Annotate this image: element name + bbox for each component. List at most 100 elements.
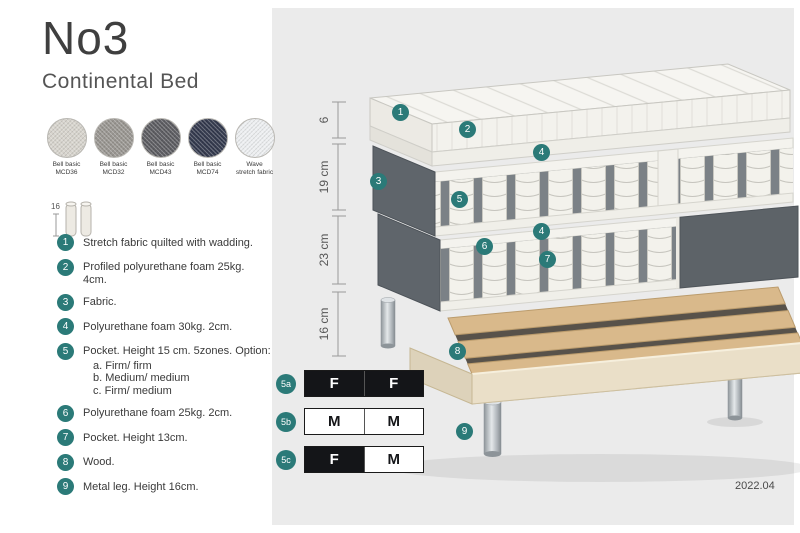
firmness-badge: 5a <box>276 373 296 394</box>
legend-text: Polyurethane foam 30kg. 2cm. <box>83 320 233 333</box>
dim-label-base: 16 cm <box>317 308 331 341</box>
legend-item-9: 9 Metal leg. Height 16cm. <box>57 478 271 496</box>
swatch-label-line: Wave <box>246 161 263 168</box>
swatch-label-line: Bell basic <box>146 161 175 168</box>
legend-num-badge: 2 <box>57 258 74 276</box>
diagram-badge-5: 5 <box>451 191 468 208</box>
firmness-cell: F <box>363 371 423 396</box>
legend-option-b: b. Medium/ medium <box>93 372 190 385</box>
legend-num-badge: 6 <box>57 404 74 422</box>
legend-option-a: a. Firm/ firm <box>93 359 152 372</box>
version-label: 2022.04 <box>735 480 775 492</box>
firmness-badge: 5c <box>276 449 296 470</box>
swatch-label-line: MCD32 <box>102 169 125 177</box>
fabric-swatch-circle <box>234 118 275 158</box>
legend-num-badge: 9 <box>57 478 74 496</box>
firmness-table: 5a F F 5b M M 5c F M <box>276 370 424 484</box>
legend-item-8: 8 Wood. <box>57 453 271 471</box>
diagram-badge-3: 3 <box>370 173 387 190</box>
metal-leg-front <box>483 398 502 457</box>
fabric-swatch-label: Bell basic MCD43 <box>139 161 182 177</box>
legend-item-5: 5 Pocket. Height 15 cm. 5zones. Option: … <box>57 342 271 398</box>
legend-text: Fabric. <box>83 296 117 309</box>
diagram-badge-6: 6 <box>476 238 493 255</box>
fabric-swatch-circle <box>140 118 181 158</box>
lower-cut-edge <box>676 217 680 289</box>
legend-item-4: 4 Polyurethane foam 30kg. 2cm. <box>57 318 271 336</box>
legend-num-badge: 7 <box>57 429 74 447</box>
dim-label-lower-box: 23 cm <box>317 234 331 267</box>
diagram-badge-9: 9 <box>456 423 473 440</box>
metal-legs <box>380 297 743 457</box>
base-frame-wood <box>409 286 800 405</box>
fabric-swatch: Bell basic MCD74 <box>186 118 229 177</box>
diagram-badge-8: 8 <box>449 343 466 360</box>
fabric-swatch: Wave stretch fabric <box>233 118 276 177</box>
lower-fabric-cover <box>679 205 799 289</box>
fabric-swatch-label: Bell basic MCD32 <box>92 161 135 177</box>
legend-num-badge: 4 <box>57 318 74 336</box>
legend-item-7: 7 Pocket. Height 13cm. <box>57 429 271 447</box>
firmness-row-5c: 5c F M <box>276 446 424 473</box>
mattress <box>369 63 791 167</box>
title-block: No3 Continental Bed <box>42 14 199 94</box>
firmness-box: M M <box>304 408 424 435</box>
swatch-label-line: Bell basic <box>193 161 222 168</box>
wood-slat <box>466 332 800 375</box>
leg-height-icon: 16 <box>50 194 100 245</box>
bed-cutaway-illustration: 6 19 cm 23 cm 16 cm <box>317 63 800 482</box>
metal-leg-right <box>727 373 743 421</box>
diagram-badge-1: 1 <box>392 104 409 121</box>
wood-slat <box>447 286 786 336</box>
legend-text: Metal leg. Height 16cm. <box>83 480 199 493</box>
lower-end-fabric <box>377 213 441 312</box>
fabric-swatch-label: Bell basic MCD74 <box>186 161 229 177</box>
legend-options: a. Firm/ firm b. Medium/ medium c. Firm/… <box>93 360 271 398</box>
legend-text: Pocket. Height 15 cm. 5zones. Option: <box>83 345 271 358</box>
legend-text: Pocket. Height 13cm. <box>83 431 188 444</box>
leg-height-label: 16 <box>51 202 60 211</box>
firmness-cell: M <box>363 409 423 434</box>
legend-item-1: 1 Stretch fabric quilted with wadding. <box>57 234 271 251</box>
legend-item-2: 2 Profiled polyurethane foam 25kg. 4cm. <box>57 258 271 287</box>
floor-shadow <box>390 454 800 482</box>
swatch-label-line: MCD36 <box>55 169 78 177</box>
firmness-cell: F <box>305 371 364 396</box>
legend-num-badge: 5 <box>57 342 74 360</box>
mini-leg-icon <box>65 201 92 237</box>
page-subtitle: Continental Bed <box>42 70 199 94</box>
legend-num-badge: 1 <box>57 234 74 251</box>
fabric-swatch: Bell basic MCD43 <box>139 118 182 177</box>
legend-text: Stretch fabric quilted with wadding. <box>83 236 253 249</box>
firmness-row-5b: 5b M M <box>276 408 424 435</box>
fabric-swatches: Bell basic MCD36 Bell basic MCD32 Bell b… <box>45 118 276 177</box>
base-end-rail <box>409 347 473 405</box>
legend-text: Polyurethane foam 25kg. 2cm. <box>83 407 233 420</box>
firmness-cell: M <box>305 409 364 434</box>
legend-text: Profiled polyurethane foam 25kg. 4cm. <box>83 261 245 286</box>
diagram-badge-2: 2 <box>459 121 476 138</box>
swatch-label-line: Bell basic <box>52 161 81 168</box>
diagram-badge-7: 7 <box>539 251 556 268</box>
metal-leg-left <box>380 297 396 349</box>
profiled-foam-end <box>369 125 433 167</box>
dim-label-mattress: 6 <box>317 116 331 123</box>
legend-item-6: 6 Polyurethane foam 25kg. 2cm. <box>57 404 271 422</box>
firmness-box: F M <box>304 446 424 473</box>
dimension-labels: 6 19 cm 23 cm 16 cm <box>317 116 331 340</box>
fabric-swatch-circle <box>187 118 228 158</box>
fabric-swatch-label: Wave stretch fabric <box>233 161 276 177</box>
legend-num-badge: 3 <box>57 293 74 311</box>
fabric-swatch-label: Bell basic MCD36 <box>45 161 88 177</box>
diagram-badge-4a: 4 <box>533 144 550 161</box>
swatch-label-line: MCD74 <box>196 169 219 177</box>
firmness-cell: M <box>363 447 423 472</box>
fabric-swatch: Bell basic MCD32 <box>92 118 135 177</box>
fabric-swatch-circle <box>93 118 134 158</box>
dim-label-upper-box: 19 cm <box>317 161 331 194</box>
dimension-brackets <box>332 101 346 357</box>
firmness-badge: 5b <box>276 411 296 432</box>
legend-text: Wood. <box>83 456 115 469</box>
swatch-label-line: Bell basic <box>99 161 128 168</box>
